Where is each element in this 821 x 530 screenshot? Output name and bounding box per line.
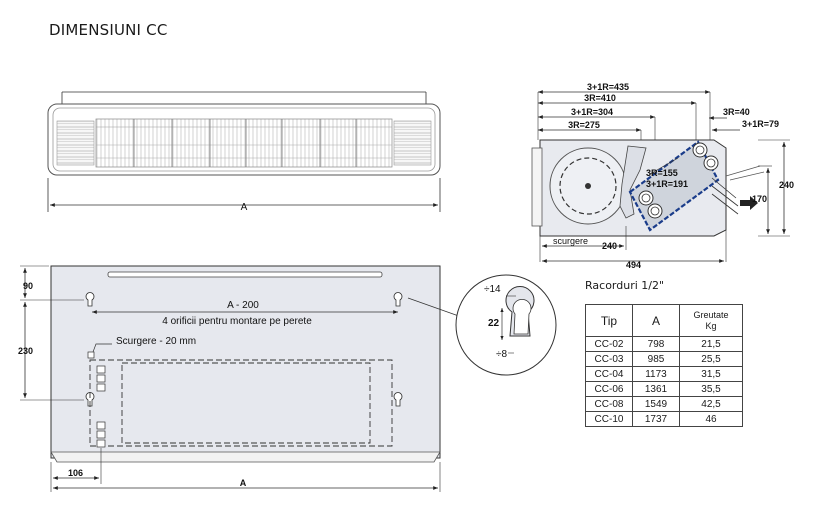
dim-8: ÷8 xyxy=(496,349,507,360)
dim-106: 106 xyxy=(68,468,83,478)
cell-greutate: 35,5 xyxy=(679,381,743,397)
cell-greutate: 42,5 xyxy=(679,396,743,412)
header-tip: Tip xyxy=(585,304,633,337)
airflow-arrow xyxy=(740,196,758,210)
header-a: A xyxy=(632,304,680,337)
cell-greutate: 25,5 xyxy=(679,351,743,367)
page-title: DIMENSIUNI CC xyxy=(49,21,168,39)
table-header-row: Tip A Greutate Kg xyxy=(585,304,743,337)
dim-3r-40: 3R=40 xyxy=(723,107,750,117)
dim-3-1r-191: 3+1R=191 xyxy=(646,179,688,189)
top-vent-slot xyxy=(107,271,383,278)
cell-greutate: 46 xyxy=(679,411,743,427)
cell-a: 1361 xyxy=(632,381,680,397)
table-row: CC-06 1361 35,5 xyxy=(585,381,743,397)
keyhole-detail: ÷14 22 ÷8 xyxy=(455,274,557,376)
table-row: CC-02 798 21,5 xyxy=(585,336,743,352)
cell-tip: CC-02 xyxy=(585,336,633,352)
front-grille xyxy=(95,118,393,168)
dim-3r-275: 3R=275 xyxy=(568,120,600,130)
dim-494-depth: 494 xyxy=(626,260,641,270)
dim-3-1r-435: 3+1R=435 xyxy=(587,82,629,92)
bottom-view: A - 200 4 orificii pentru montare pe per… xyxy=(18,265,471,492)
racorduri-label: Racorduri 1/2" xyxy=(585,279,665,292)
detail-circle xyxy=(455,274,557,376)
cell-a: 1173 xyxy=(632,366,680,382)
cell-tip: CC-04 xyxy=(585,366,633,382)
table-row: CC-08 1549 42,5 xyxy=(585,396,743,412)
cell-a: 1549 xyxy=(632,396,680,412)
dim-90: 90 xyxy=(23,281,33,291)
cell-greutate: 21,5 xyxy=(679,336,743,352)
table-row: CC-10 1737 46 xyxy=(585,411,743,427)
front-view: A xyxy=(47,91,441,213)
filter-outline xyxy=(121,362,371,444)
dim-a-bottom: A xyxy=(240,478,247,488)
cell-tip: CC-06 xyxy=(585,381,633,397)
dim-3-1r-79: 3+1R=79 xyxy=(742,119,779,129)
cell-a: 1737 xyxy=(632,411,680,427)
table-row: CC-03 985 25,5 xyxy=(585,351,743,367)
cell-tip: CC-03 xyxy=(585,351,633,367)
cell-a: 798 xyxy=(632,336,680,352)
dim-3r-410: 3R=410 xyxy=(584,93,616,103)
dim-3r-155: 3R=155 xyxy=(646,168,678,178)
dim-230: 230 xyxy=(18,346,33,356)
drain-marker xyxy=(87,351,95,359)
orificii-label: 4 orificii pentru montare pe perete xyxy=(162,316,312,327)
cell-a: 985 xyxy=(632,351,680,367)
dim-22: 22 xyxy=(488,318,500,329)
dim-3-1r-304: 3+1R=304 xyxy=(571,107,613,117)
cell-tip: CC-08 xyxy=(585,396,633,412)
dim-240-bottom: 240 xyxy=(602,241,617,251)
dim-14: ÷14 xyxy=(484,284,501,295)
dim-240-height: 240 xyxy=(779,180,794,190)
bottom-unit-panel xyxy=(50,265,441,459)
cell-greutate: 31,5 xyxy=(679,366,743,382)
dim-a-200: A - 200 xyxy=(227,300,259,311)
front-width-label: A xyxy=(241,202,248,213)
spec-table: Tip A Greutate Kg CC-02 798 21,5 CC-03 9… xyxy=(585,304,743,427)
header-greutate: Greutate Kg xyxy=(679,304,743,337)
scurgere-20mm-label: Scurgere - 20 mm xyxy=(116,336,196,347)
cell-tip: CC-10 xyxy=(585,411,633,427)
table-row: CC-04 1173 31,5 xyxy=(585,366,743,382)
dim-170-height: 170 xyxy=(752,194,767,204)
side-view: 3+1R=435 3R=410 3+1R=304 3R=275 3R=40 3+… xyxy=(531,82,794,270)
scurgere-label: scurgere xyxy=(553,236,588,246)
